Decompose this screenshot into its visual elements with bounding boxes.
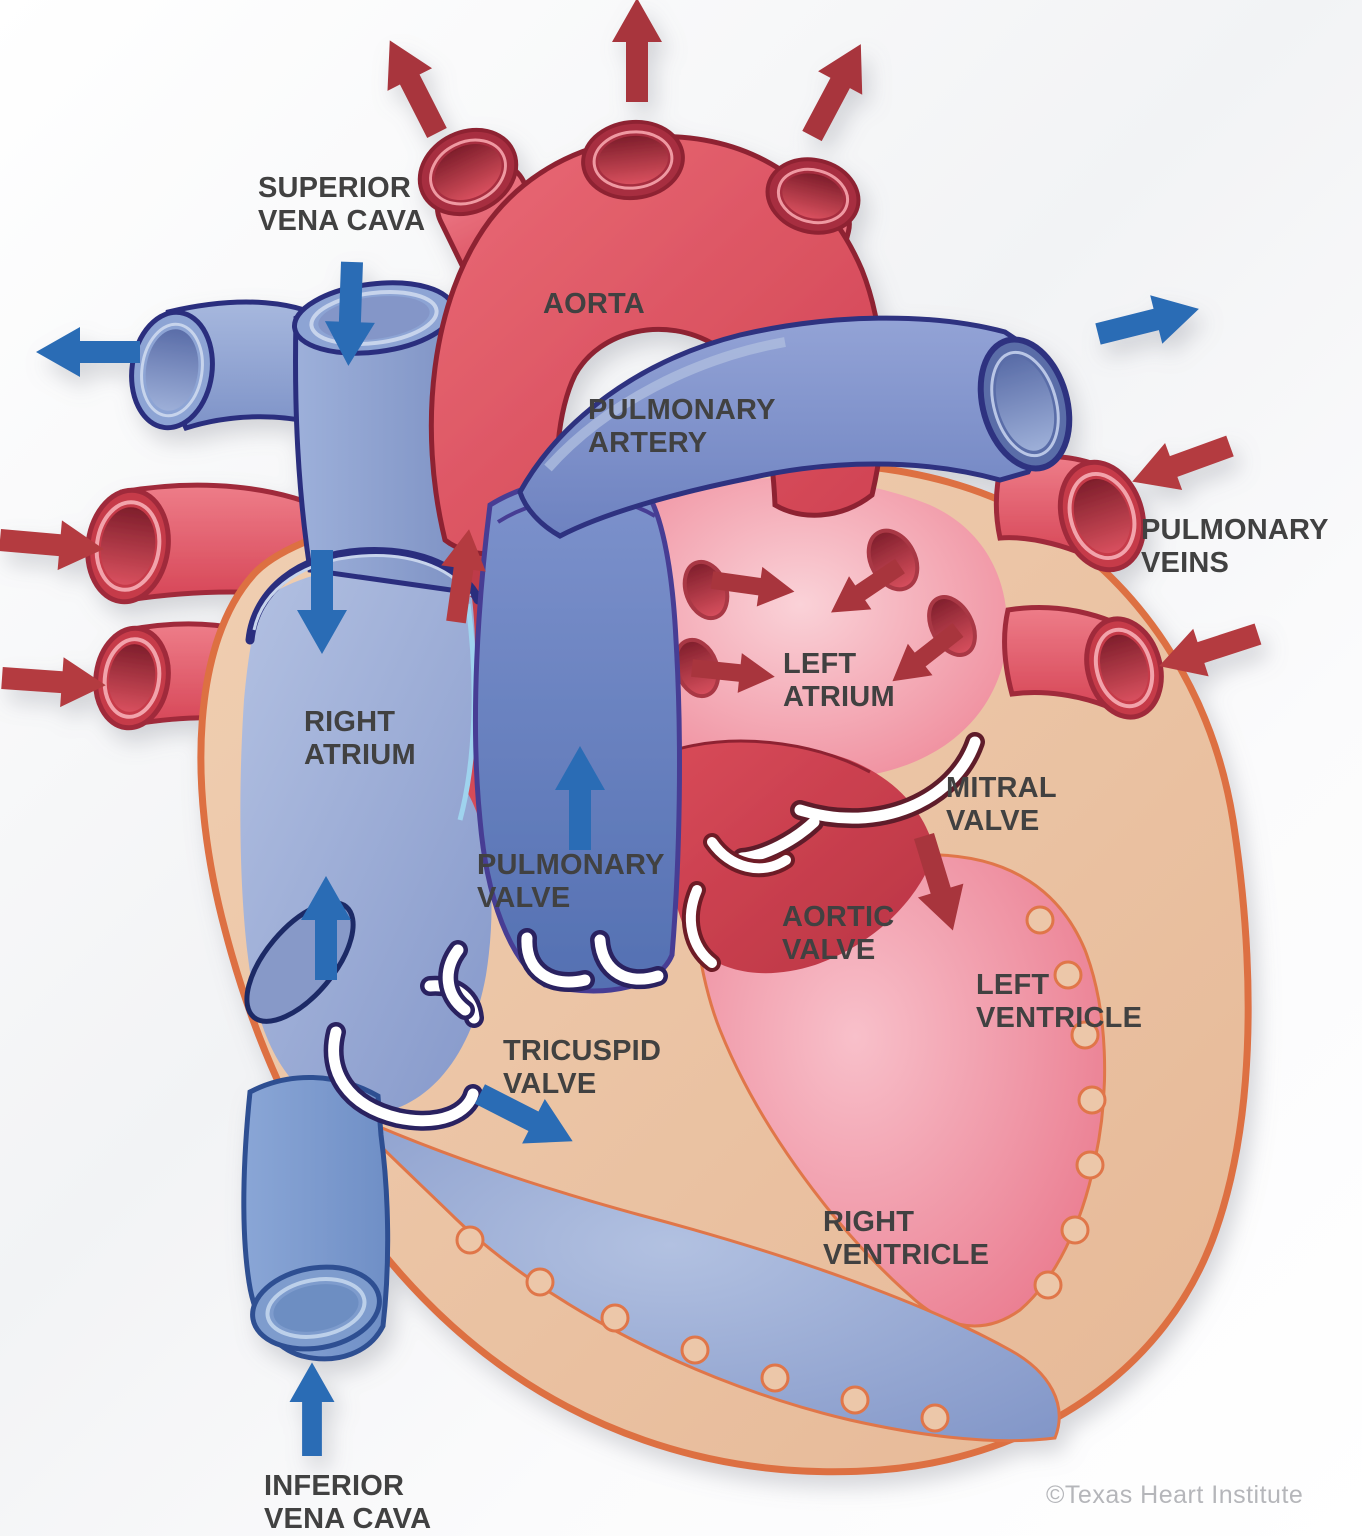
label-line: ATRIUM [304,739,416,771]
left-ventricle-trabeculations [1025,905,1107,1300]
label-aorta: AORTA [543,288,645,321]
label-tricuspid-valve: TRICUSPID VALVE [503,1035,661,1101]
arrow-pv-right-top-icon [1123,422,1239,506]
arrow-aorta-out-right-icon [789,32,883,148]
label-left-ventricle: LEFT VENTRICLE [976,969,1142,1035]
label-line: VENA CAVA [258,205,426,237]
aorta-shape [417,119,886,557]
label-left-atrium: LEFT ATRIUM [783,648,895,714]
label-line: INFERIOR [264,1470,405,1502]
label-line: VENA CAVA [264,1503,432,1535]
right-pulmonary-artery-branch [129,299,338,432]
label-pulmonary-veins: PULMONARY VEINS [1141,514,1329,580]
label-right-atrium: RIGHT ATRIUM [304,706,416,772]
label-line: VALVE [782,934,876,966]
label-line: VALVE [477,882,571,914]
label-line: LEFT [976,969,1050,1001]
arrow-ivc-in-icon [289,1362,335,1456]
aortic-outflow-region [664,739,935,974]
arrow-pa-out-icon [1091,284,1205,359]
label-line: RIGHT [304,706,396,738]
pulmonary-artery-tube [517,315,1073,539]
label-line: VALVE [946,805,1040,837]
inferior-vena-cava-tube [241,1075,391,1362]
label-mitral-valve: MITRAL VALVE [946,772,1057,838]
arrow-aorta-out-left-icon [367,28,460,145]
label-line: TRICUSPID [503,1035,662,1067]
label-line: ARTERY [588,427,708,459]
label-line: SUPERIOR [258,172,412,204]
label-line: RIGHT [823,1206,915,1238]
label-right-ventricle: RIGHT VENTRICLE [823,1206,989,1272]
label-line: PULMONARY [588,394,776,426]
aortic-valve-leaflets [681,833,795,972]
label-inferior-vena-cava: INFERIOR VENA CAVA [264,1470,431,1536]
label-line: ATRIUM [783,681,895,713]
label-pulmonary-valve: PULMONARY VALVE [477,849,665,915]
label-line: VALVE [503,1068,597,1100]
right-ventricle-region [350,1113,1061,1443]
label-pulmonary-artery: PULMONARY ARTERY [588,394,776,460]
arrow-out-left-icon [36,327,140,377]
mitral-valve-leaflets [732,732,985,868]
label-line: VENTRICLE [823,1239,990,1271]
label-line: PULMONARY [1141,514,1329,546]
arrow-aorta-out-up-icon [612,0,662,102]
label-line: VEINS [1141,547,1230,579]
label-line: LEFT [783,648,857,680]
right-atrium-region [240,567,492,1115]
label-line: VENTRICLE [976,1002,1143,1034]
right-ventricle-trabeculations [455,1225,950,1433]
label-line: PULMONARY [477,849,665,881]
label-superior-vena-cava: SUPERIOR VENA CAVA [258,172,425,238]
label-aortic-valve: AORTIC VALVE [782,901,894,967]
copyright-notice: ©Texas Heart Institute [1046,1481,1304,1509]
right-pulmonary-vein-tubes [993,453,1164,720]
label-line: AORTA [543,288,645,320]
heart-artwork-group [0,0,1266,1476]
label-line: MITRAL [946,772,1057,804]
arrow-pv-left-bottom-icon [0,653,108,711]
pulmonary-valve-leaflets [438,928,668,1020]
label-line: AORTIC [782,901,895,933]
